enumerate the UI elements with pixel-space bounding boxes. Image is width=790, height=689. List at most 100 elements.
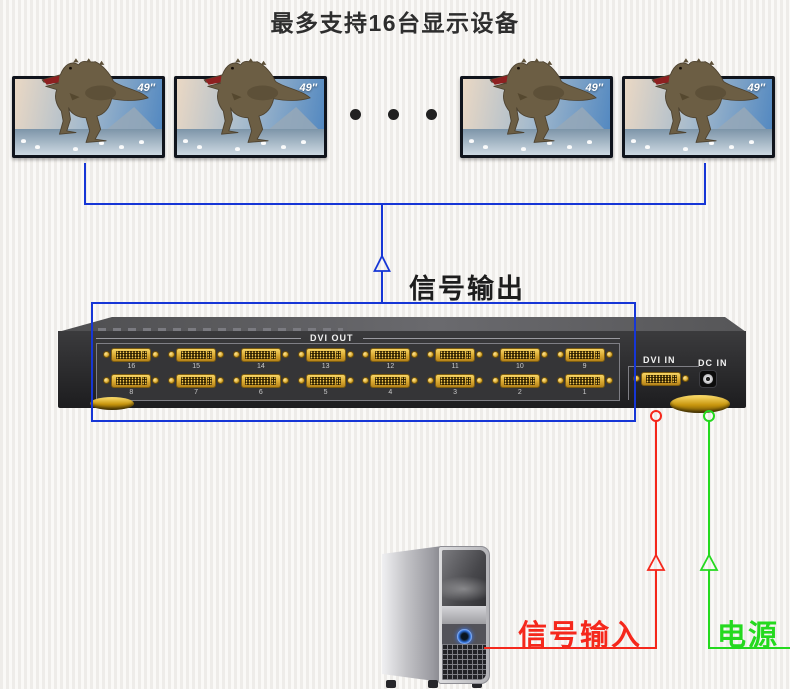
screw-hole-icon	[476, 377, 484, 384]
dvi-connector	[427, 347, 484, 362]
power-label: 电源	[717, 620, 780, 652]
analog-pins	[271, 376, 277, 385]
screw-hole-icon	[605, 351, 613, 358]
dvi-out-port: 14	[229, 347, 294, 371]
dvi-connector-body	[564, 373, 605, 388]
dinosaur-graphic	[203, 58, 311, 143]
dvi-connector-body	[176, 347, 217, 362]
pin-grid	[115, 376, 141, 385]
screw-hole-icon	[362, 351, 370, 358]
signal-output-arrow	[373, 253, 391, 272]
dvi-connector-body	[435, 347, 476, 362]
swan-graphic	[183, 140, 188, 143]
screw-hole-icon	[556, 351, 564, 358]
pin-grid	[310, 376, 336, 385]
screw-hole-icon	[540, 377, 548, 384]
swan-graphic	[197, 146, 202, 149]
swan-graphic	[301, 141, 306, 144]
swan-graphic	[683, 148, 688, 151]
screw-hole-icon	[411, 377, 419, 384]
dvi-out-label: DVI OUT	[310, 333, 354, 343]
port-number: 11	[451, 363, 459, 370]
dvi-out-port: 6	[229, 373, 294, 397]
port-number: 1	[582, 389, 587, 396]
analog-pins	[336, 376, 342, 385]
dvi-out-port: 5	[293, 373, 358, 397]
dvi-connector-body	[370, 347, 411, 362]
front-grille	[442, 644, 486, 680]
screw-hole-icon	[217, 377, 225, 384]
screw-hole-icon	[297, 351, 305, 358]
dvi-connector	[491, 373, 548, 388]
port-number: 5	[323, 389, 328, 396]
analog-pins	[530, 350, 536, 359]
pin-grid	[374, 376, 400, 385]
dvi-connector-body	[176, 373, 217, 388]
analog-pins	[206, 376, 212, 385]
pin-grid	[180, 350, 206, 359]
dinosaur-graphic	[489, 58, 597, 143]
pin-grid	[374, 350, 400, 359]
display-monitor: 49″	[12, 58, 165, 158]
display-monitor: 49″	[174, 58, 327, 158]
analog-pins	[206, 350, 212, 359]
dvi-out-port: 7	[164, 373, 229, 397]
screw-hole-icon	[232, 377, 240, 384]
ellipsis-dot	[426, 109, 437, 120]
ellipsis-dot	[388, 109, 399, 120]
screw-hole-icon	[232, 351, 240, 358]
dvi-connector	[362, 373, 419, 388]
pin-grid	[569, 376, 595, 385]
pin-grid	[180, 376, 206, 385]
dvi-out-port: 13	[293, 347, 358, 371]
signal-input-label: 信号输入	[518, 620, 643, 652]
analog-pins	[595, 350, 601, 359]
screw-hole-icon	[427, 377, 435, 384]
screw-hole-icon	[362, 377, 370, 384]
dc-jack-pin	[703, 374, 713, 384]
swan-graphic	[21, 140, 26, 143]
analog-pins	[671, 374, 677, 383]
analog-pins	[336, 350, 342, 359]
port-number: 13	[321, 363, 330, 370]
dvi-connector-body	[111, 373, 152, 388]
screw-hole-icon	[103, 377, 111, 384]
analog-pins	[400, 376, 406, 385]
screw-hole-icon	[427, 351, 435, 358]
display-monitor: 49″	[460, 58, 613, 158]
analog-pins	[141, 350, 147, 359]
dvi-connector	[362, 347, 419, 362]
analog-pins	[271, 350, 277, 359]
dvi-connector-body	[499, 347, 540, 362]
dvi-connector-body	[370, 373, 411, 388]
pin-grid	[245, 350, 271, 359]
tower-front-panel	[438, 546, 490, 684]
computer-tower	[382, 546, 490, 688]
dvi-connector	[232, 347, 289, 362]
screen-size-label: 49″	[585, 82, 603, 94]
analog-pins	[465, 350, 471, 359]
port-number: 15	[192, 363, 201, 370]
swan-graphic	[119, 146, 124, 149]
screw-hole-icon	[556, 377, 564, 384]
dvi-connector-body	[499, 373, 540, 388]
display-monitor: 49″	[622, 58, 775, 158]
dvi-connector	[556, 347, 613, 362]
pin-grid	[245, 376, 271, 385]
port-number: 12	[386, 363, 395, 370]
output-bracket-line	[84, 163, 706, 304]
swan-graphic	[729, 146, 734, 149]
page-title: 最多支持16台显示设备	[270, 10, 520, 36]
screw-hole-icon	[217, 351, 225, 358]
signal-output-label: 信号输出	[409, 274, 525, 304]
swan-graphic	[261, 142, 266, 145]
swan-graphic	[645, 146, 650, 149]
screw-hole-icon	[297, 377, 305, 384]
pin-grid	[504, 350, 530, 359]
dvi-connector-body	[641, 371, 681, 386]
screw-hole-icon	[346, 351, 354, 358]
port-number: 9	[582, 363, 587, 370]
